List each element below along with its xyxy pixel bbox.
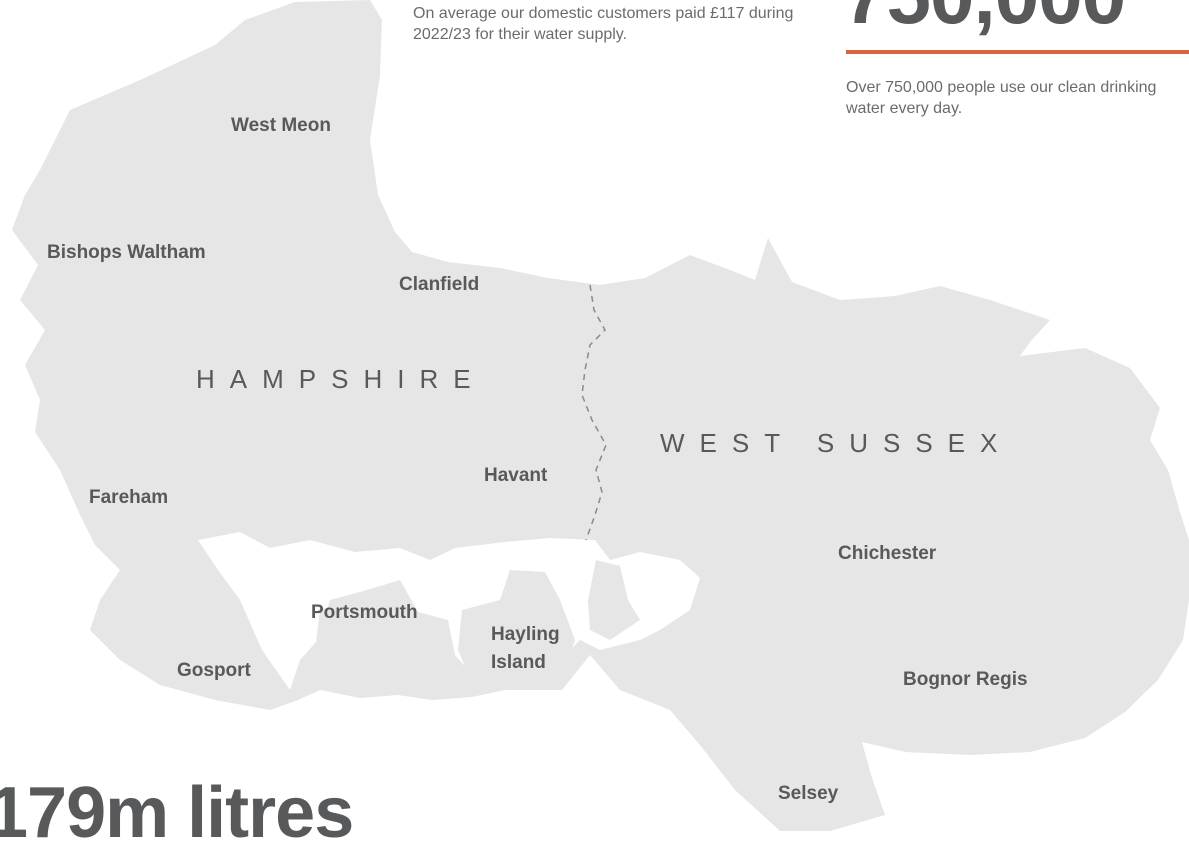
place-label-bishops-waltham: Bishops Waltham bbox=[47, 242, 206, 263]
thorney-island bbox=[588, 560, 640, 640]
place-label-fareham: Fareham bbox=[89, 487, 169, 508]
place-label-havant: Havant bbox=[484, 465, 548, 486]
place-label-bognor-regis: Bognor Regis bbox=[903, 669, 1028, 690]
place-label-gosport: Gosport bbox=[177, 660, 251, 681]
place-label-hayling-island-line1: Hayling bbox=[491, 624, 560, 645]
hayling-island bbox=[458, 570, 575, 682]
place-label-chichester: Chichester bbox=[838, 543, 937, 564]
land-mass bbox=[12, 0, 1189, 831]
harbour-water bbox=[198, 532, 700, 690]
place-label-selsey: Selsey bbox=[778, 783, 839, 804]
place-label-hayling-island-line2: Island bbox=[491, 652, 546, 673]
stat-divider-rule bbox=[846, 50, 1189, 54]
stat-price-text: On average our domestic customers paid £… bbox=[413, 5, 794, 43]
place-label-west-meon: West Meon bbox=[231, 115, 331, 136]
place-label-clanfield: Clanfield bbox=[399, 274, 480, 295]
county-label-west-sussex: WEST SUSSEX bbox=[660, 428, 1012, 459]
place-label-portsmouth: Portsmouth bbox=[311, 602, 418, 623]
stat-people-text: Over 750,000 people use our clean drinki… bbox=[846, 79, 1157, 117]
stat-people-number: 750,000 bbox=[843, 0, 1126, 44]
region-map bbox=[12, 0, 1189, 831]
stat-litres-heading: 179m litres bbox=[0, 773, 354, 853]
county-label-hampshire: HAMPSHIRE bbox=[196, 364, 486, 394]
portsea-island bbox=[315, 590, 420, 695]
county-border bbox=[581, 284, 607, 541]
county-label-west-sussex-text: WEST SUSSEX bbox=[660, 428, 1013, 458]
